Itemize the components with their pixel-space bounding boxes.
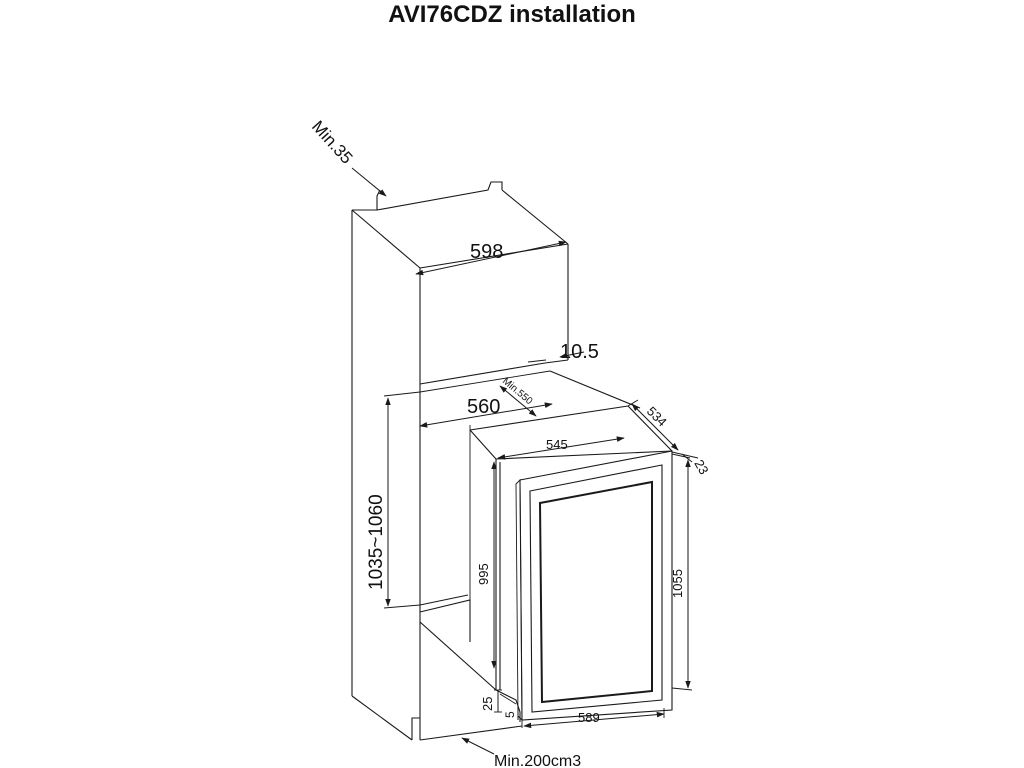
cabinet-outline	[351, 181, 641, 741]
appliance-outline	[469, 405, 673, 722]
label-560: 560	[467, 396, 500, 418]
label-598: 598	[470, 241, 503, 263]
dim-ventilation	[461, 737, 495, 755]
label-589: 589	[578, 710, 600, 725]
page-title: AVI76CDZ installation	[388, 1, 636, 28]
dim-589	[521, 708, 665, 729]
label-1035-1060: 1035~1060	[366, 494, 387, 590]
label-min-35: Min.35	[308, 117, 356, 168]
label-1055: 1055	[670, 569, 685, 598]
label-545: 545	[546, 437, 568, 452]
label-5: 5	[503, 711, 517, 718]
dim-1055	[671, 453, 693, 691]
dim-534	[627, 399, 679, 451]
dim-545	[497, 436, 625, 460]
label-min-550: Min.550	[500, 376, 535, 408]
label-995: 995	[476, 563, 491, 585]
dim-min-35	[351, 167, 387, 197]
label-23: 23	[691, 457, 711, 477]
label-ventilation: Min.200cm3	[494, 753, 581, 768]
dim-598	[415, 240, 567, 276]
label-25: 25	[480, 697, 495, 711]
dim-1035-1060	[383, 391, 421, 609]
dim-min-550	[499, 385, 537, 417]
dim-10-5	[527, 351, 585, 363]
label-10-5: 10.5	[560, 341, 599, 363]
dim-25	[494, 689, 502, 713]
